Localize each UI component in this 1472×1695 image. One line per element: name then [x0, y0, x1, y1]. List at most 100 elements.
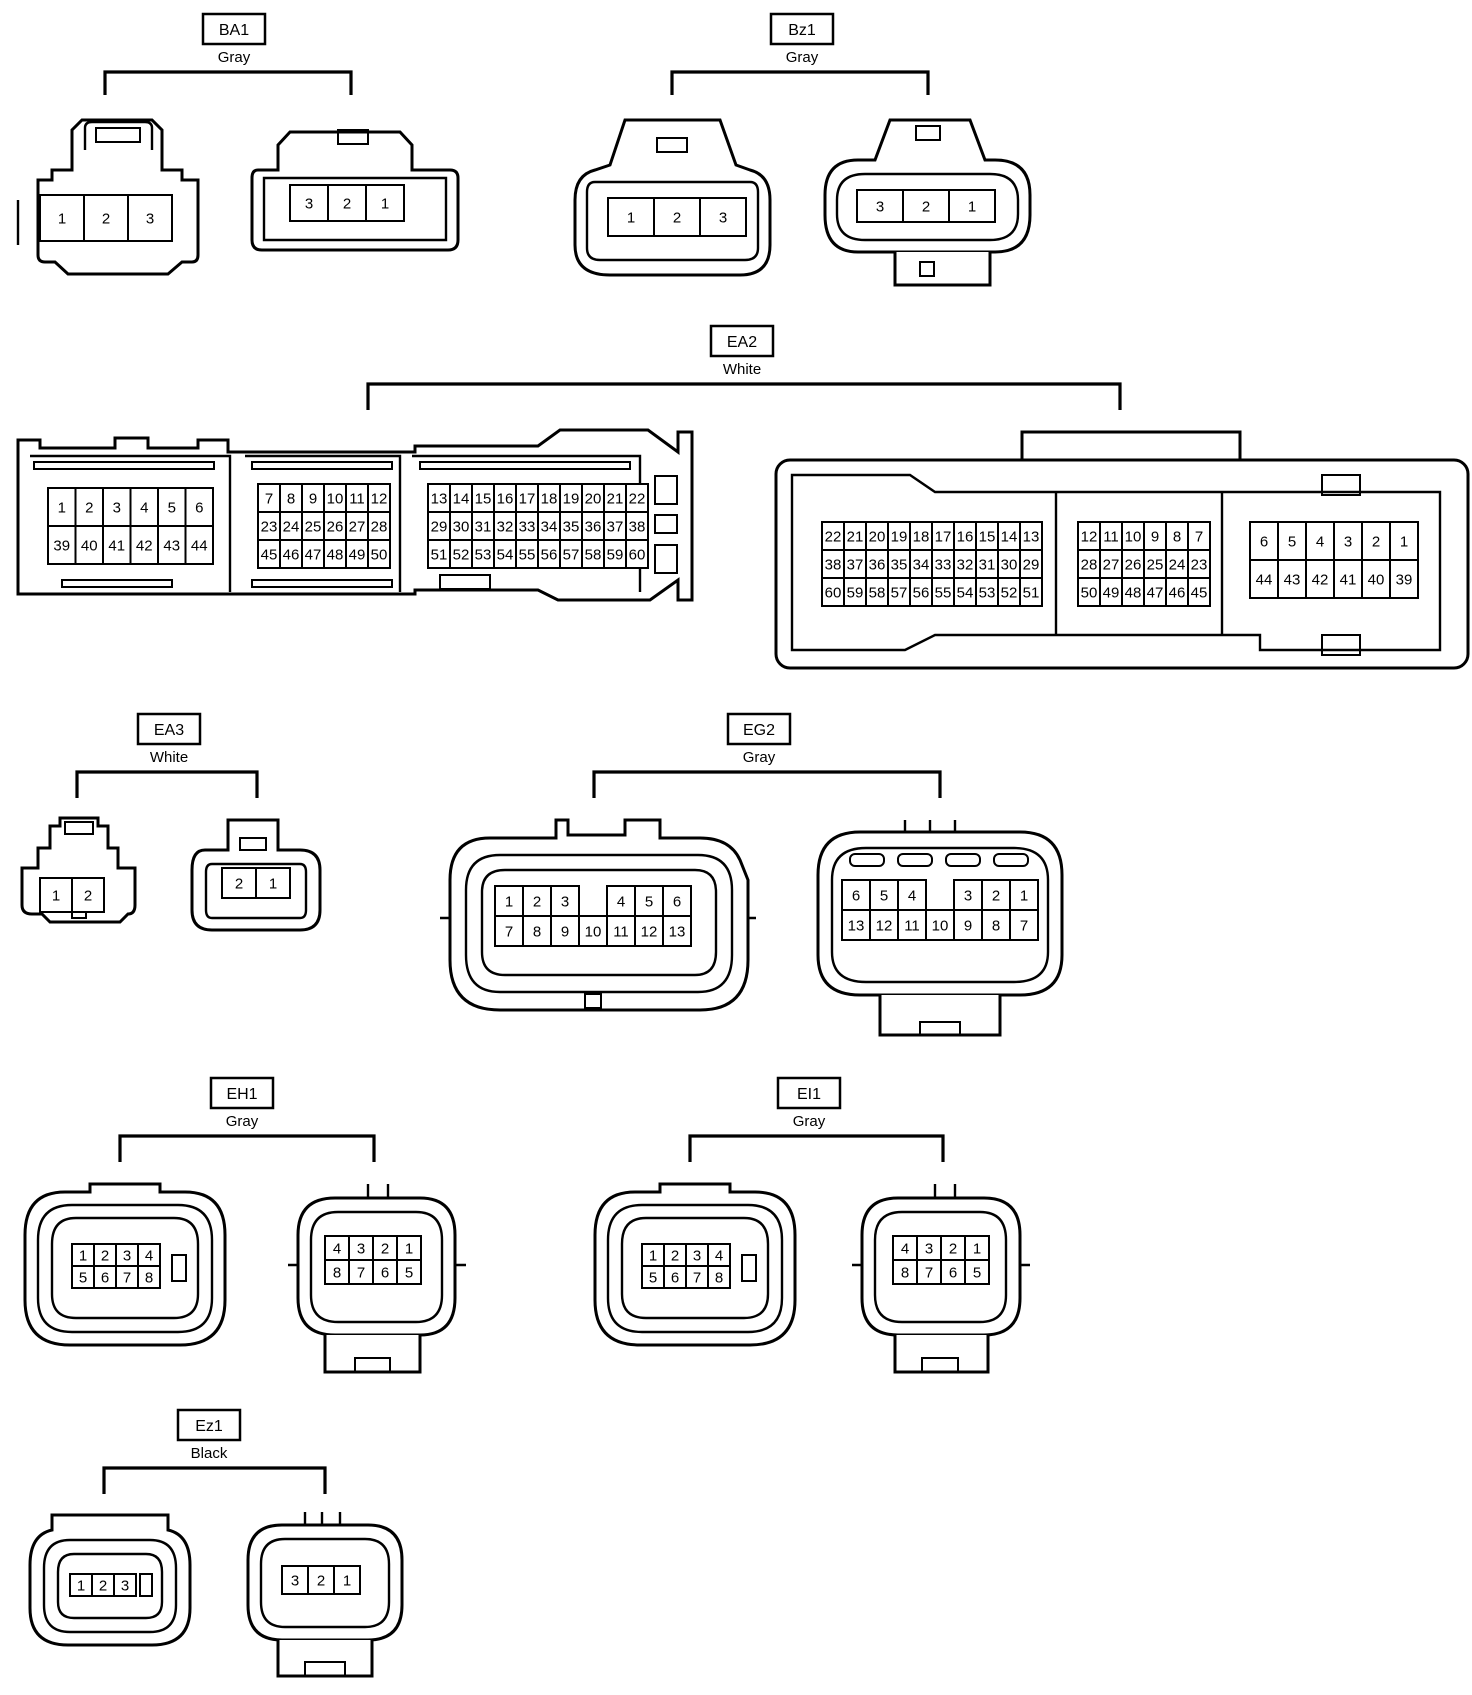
eg2-right-rib-3	[945, 853, 981, 867]
ba1-left-latch	[83, 120, 154, 150]
ba1-right-key	[337, 129, 369, 145]
pin-number: 8	[901, 1265, 909, 1282]
pin-number: 5	[405, 1265, 413, 1282]
pin-cell	[74, 525, 104, 565]
label-eg2: EG2 Gray	[726, 712, 792, 766]
pin-number: 24	[1169, 557, 1186, 574]
pin-cell	[71, 877, 105, 913]
pin-number: 26	[327, 519, 344, 536]
pin-cell	[1361, 559, 1391, 599]
pin-number: 37	[607, 519, 624, 536]
pin-number: 8	[287, 491, 295, 508]
pin-number: 1	[968, 199, 976, 216]
bracket-bz1	[670, 70, 930, 95]
pin-cell	[856, 189, 904, 223]
pin-number: 20	[585, 491, 602, 508]
pin-cell	[157, 487, 187, 527]
pin-number: 5	[649, 1270, 657, 1287]
bz1-right-lock-tab	[919, 261, 935, 277]
ea2-left-rail-e	[251, 579, 393, 588]
pin-number: 2	[235, 876, 243, 893]
pin-cell	[127, 194, 173, 242]
pin-number: 1	[79, 1248, 87, 1265]
ea2-left-latch-a	[654, 475, 678, 505]
pin-cell	[1305, 559, 1335, 599]
pin-number: 4	[140, 500, 148, 517]
bz1-left-latch	[656, 137, 688, 153]
pin-number: 6	[673, 894, 681, 911]
label-box-ei1	[776, 1076, 842, 1110]
pin-number: 33	[519, 519, 536, 536]
ei1-right-lock	[893, 1335, 990, 1374]
pin-number: 38	[629, 519, 646, 536]
pin-number: 1	[381, 196, 389, 213]
pin-number: 2	[671, 1248, 679, 1265]
eg2-left-inner-1	[464, 853, 734, 994]
pin-number: 50	[1081, 585, 1098, 602]
pin-number: 2	[1372, 534, 1380, 551]
pin-number: 40	[1368, 572, 1385, 589]
label-box-eh1	[209, 1076, 275, 1110]
pin-number: 1	[52, 888, 60, 905]
pin-number: 43	[1284, 572, 1301, 589]
pin-number: 7	[265, 491, 273, 508]
eg2-right-rib-2	[897, 853, 933, 867]
pin-number: 44	[1256, 572, 1273, 589]
pin-number: 2	[85, 500, 93, 517]
pin-number: 47	[1147, 585, 1164, 602]
pin-number: 54	[497, 547, 514, 564]
pin-number: 37	[847, 557, 864, 574]
pin-number: 14	[453, 491, 470, 508]
pin-number: 6	[671, 1270, 679, 1287]
pin-number: 5	[880, 888, 888, 905]
ei1-left-inner-1	[606, 1203, 784, 1334]
pin-cell	[1389, 559, 1419, 599]
pin-number: 28	[1081, 557, 1098, 574]
pin-number: 8	[145, 1270, 153, 1287]
pin-number: 42	[1312, 572, 1329, 589]
pin-number: 22	[629, 491, 646, 508]
pin-cell	[494, 915, 524, 947]
pin-number: 60	[825, 585, 842, 602]
pin-cell	[897, 879, 927, 911]
ba1-left-latch-slot	[95, 127, 141, 143]
pin-number: 46	[283, 547, 300, 564]
pin-cell	[494, 885, 524, 917]
bz1-right-key	[915, 125, 941, 141]
pin-number: 53	[475, 547, 492, 564]
pin-number: 41	[108, 538, 125, 555]
pin-number: 39	[1396, 572, 1413, 589]
pin-number: 4	[333, 1241, 341, 1258]
pin-number: 34	[541, 519, 558, 536]
pin-cell	[550, 885, 580, 917]
ei1-right-inner	[873, 1210, 1008, 1324]
label-color-bz1: Gray	[786, 49, 819, 66]
pin-number: 43	[163, 538, 180, 555]
bracket-ba1	[103, 70, 353, 95]
label-id-bz1: Bz1	[788, 22, 816, 39]
pin-cell	[981, 909, 1011, 941]
ez1-right-inner	[259, 1537, 391, 1629]
pin-number: 2	[84, 888, 92, 905]
pin-number: 9	[1151, 529, 1159, 546]
pin-number: 19	[891, 529, 908, 546]
ea2-right-top-tab	[1020, 430, 1242, 464]
ez1-left-inner-1	[42, 1538, 178, 1634]
pin-number: 58	[585, 547, 602, 564]
pin-cell	[707, 1265, 731, 1289]
pin-number: 3	[876, 199, 884, 216]
pin-cell	[83, 194, 129, 242]
ea3-right-inner	[204, 862, 308, 920]
pin-cell	[625, 539, 649, 569]
label-ez1: Ez1 Black	[176, 1408, 242, 1462]
pin-number: 1	[1400, 534, 1408, 551]
pin-number: 3	[291, 1573, 299, 1590]
ea3-right-key	[239, 837, 267, 851]
